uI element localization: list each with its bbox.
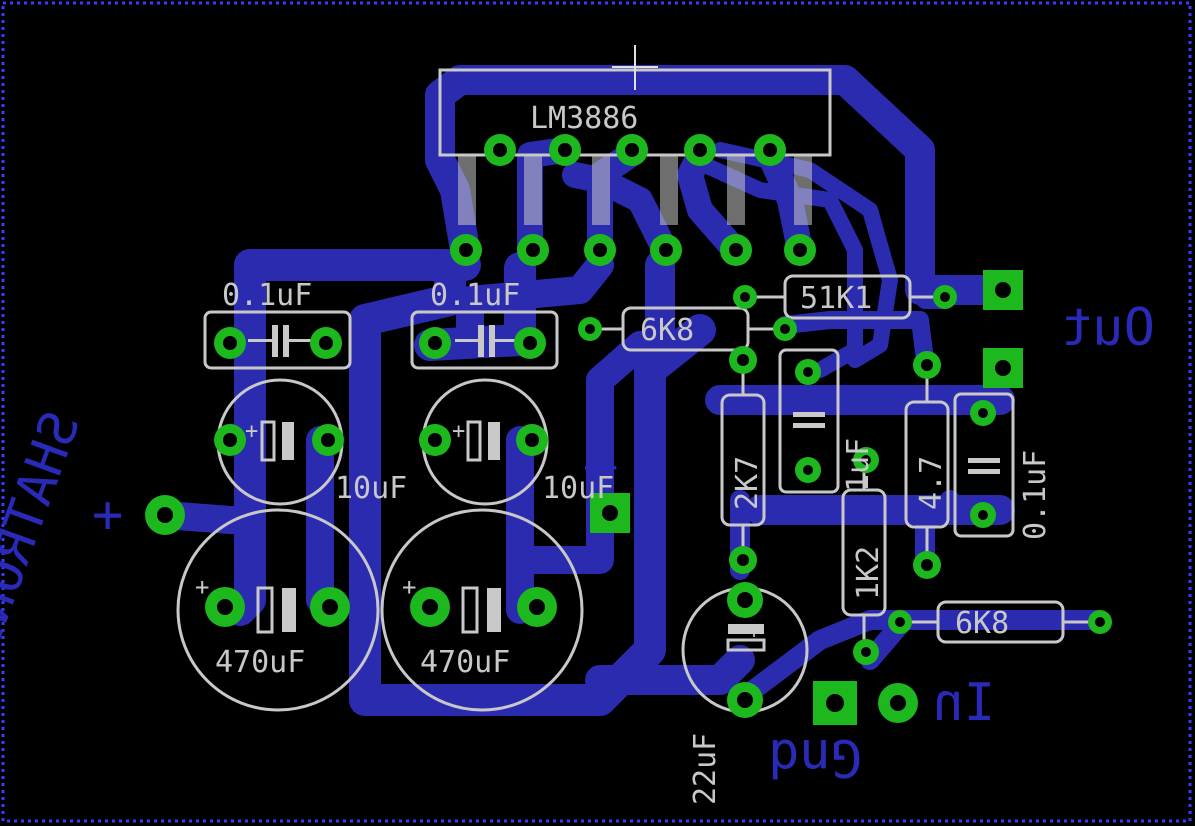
cap-symbol-22uF: + bbox=[726, 619, 766, 652]
pads bbox=[145, 134, 1112, 725]
svg-text:+: + bbox=[402, 573, 416, 601]
label-10uF-mid: 10uF bbox=[542, 471, 614, 506]
cap-symbol-10uF-mid: + bbox=[452, 419, 500, 462]
pad-hole bbox=[659, 243, 673, 257]
pad-hole bbox=[803, 367, 813, 377]
pad-hole bbox=[493, 143, 507, 157]
minus-label: — bbox=[585, 435, 617, 495]
cap-symbol-470uF-mid: + bbox=[402, 573, 501, 634]
pad-hole bbox=[737, 592, 753, 608]
cap-outline-1uF bbox=[778, 348, 840, 494]
pad-hole bbox=[995, 282, 1011, 298]
cap-outline-0-1uF-left bbox=[203, 310, 352, 370]
cap-symbol-470uF-left: + bbox=[195, 573, 296, 634]
pad-hole bbox=[593, 243, 607, 257]
pad-hole bbox=[803, 465, 813, 475]
pad-hole bbox=[737, 354, 749, 366]
pad-hole bbox=[422, 599, 438, 615]
ic-legs bbox=[458, 155, 812, 225]
pad-hole bbox=[921, 359, 933, 371]
pad-hole bbox=[793, 243, 807, 257]
pad-hole bbox=[940, 292, 950, 302]
label-6K8-bottom: 6K8 bbox=[955, 606, 1009, 641]
cap-outline-470uF-left bbox=[176, 508, 380, 712]
pad-hole bbox=[740, 292, 750, 302]
brand-label: SHATRONICS bbox=[0, 404, 92, 719]
pad-hole bbox=[428, 336, 442, 350]
label-1uF: 1uF bbox=[841, 438, 876, 492]
pad-hole bbox=[428, 433, 442, 447]
cap-symbol-1uF bbox=[793, 412, 825, 428]
pad-hole bbox=[217, 599, 233, 615]
gnd-label: Gnd bbox=[768, 727, 862, 787]
cap-outline-0-1uF-right bbox=[953, 392, 1015, 538]
cap-symbol-10uF-left: + bbox=[245, 419, 294, 462]
pad-hole bbox=[558, 143, 572, 157]
pad-hole bbox=[995, 360, 1011, 376]
svg-text:+: + bbox=[195, 573, 209, 601]
in-label: In bbox=[932, 673, 995, 733]
cap-symbol-mid bbox=[455, 325, 519, 357]
pad-hole bbox=[978, 408, 988, 418]
pad-hole bbox=[1095, 617, 1105, 627]
pad-hole bbox=[459, 243, 473, 257]
pad-hole bbox=[861, 647, 871, 657]
label-0-1uF-right: 0.1uF bbox=[1018, 450, 1053, 540]
pad-hole bbox=[826, 694, 844, 712]
pad-hole bbox=[321, 433, 335, 447]
pad-hole bbox=[525, 433, 539, 447]
pad-hole bbox=[763, 143, 777, 157]
label-22uF: 22uF bbox=[688, 733, 723, 805]
pad-hole bbox=[729, 243, 743, 257]
cap-outline-0-1uF-mid bbox=[410, 310, 559, 370]
pad-hole bbox=[693, 143, 707, 157]
pad-hole bbox=[585, 324, 595, 334]
svg-text:+: + bbox=[748, 619, 760, 643]
ic-label: LM3886 bbox=[530, 101, 638, 136]
label-4-7: 4.7 bbox=[914, 456, 949, 510]
pad-hole bbox=[921, 559, 933, 571]
label-470uF-left: 470uF bbox=[215, 645, 305, 680]
cap-symbol-0-1uF-right bbox=[968, 458, 1000, 474]
pad-hole bbox=[737, 554, 749, 566]
pad-hole bbox=[157, 507, 173, 523]
pad-hole bbox=[625, 143, 639, 157]
pad-hole bbox=[890, 695, 906, 711]
label-0-1uF-mid: 0.1uF bbox=[430, 278, 520, 313]
pad-hole bbox=[223, 433, 237, 447]
label-0-1uF-left: 0.1uF bbox=[222, 278, 312, 313]
pad-hole bbox=[526, 243, 540, 257]
pad-hole bbox=[737, 692, 753, 708]
label-10uF-left: 10uF bbox=[335, 471, 407, 506]
pad-hole bbox=[780, 324, 790, 334]
pad-hole bbox=[978, 510, 988, 520]
label-1K2: 1K2 bbox=[851, 546, 886, 600]
label-470uF-mid: 470uF bbox=[420, 645, 510, 680]
label-6K8-top: 6K8 bbox=[640, 313, 694, 348]
svg-text:+: + bbox=[452, 419, 465, 444]
svg-text:+: + bbox=[245, 419, 258, 444]
label-2K7: 2K7 bbox=[730, 456, 765, 510]
pad-hole bbox=[861, 455, 871, 465]
out-label: Out bbox=[1061, 298, 1155, 358]
pad-hole bbox=[529, 599, 545, 615]
pad-hole bbox=[319, 336, 333, 350]
cap-outline-470uF-mid bbox=[380, 508, 584, 712]
pad-hole bbox=[602, 505, 618, 521]
label-51K1: 51K1 bbox=[800, 281, 872, 316]
pad-hole bbox=[223, 336, 237, 350]
plus-label: + bbox=[92, 485, 123, 545]
cap-symbol-left bbox=[248, 325, 313, 357]
pad-hole bbox=[895, 617, 905, 627]
pad-hole bbox=[322, 599, 338, 615]
pad-hole bbox=[523, 336, 537, 350]
